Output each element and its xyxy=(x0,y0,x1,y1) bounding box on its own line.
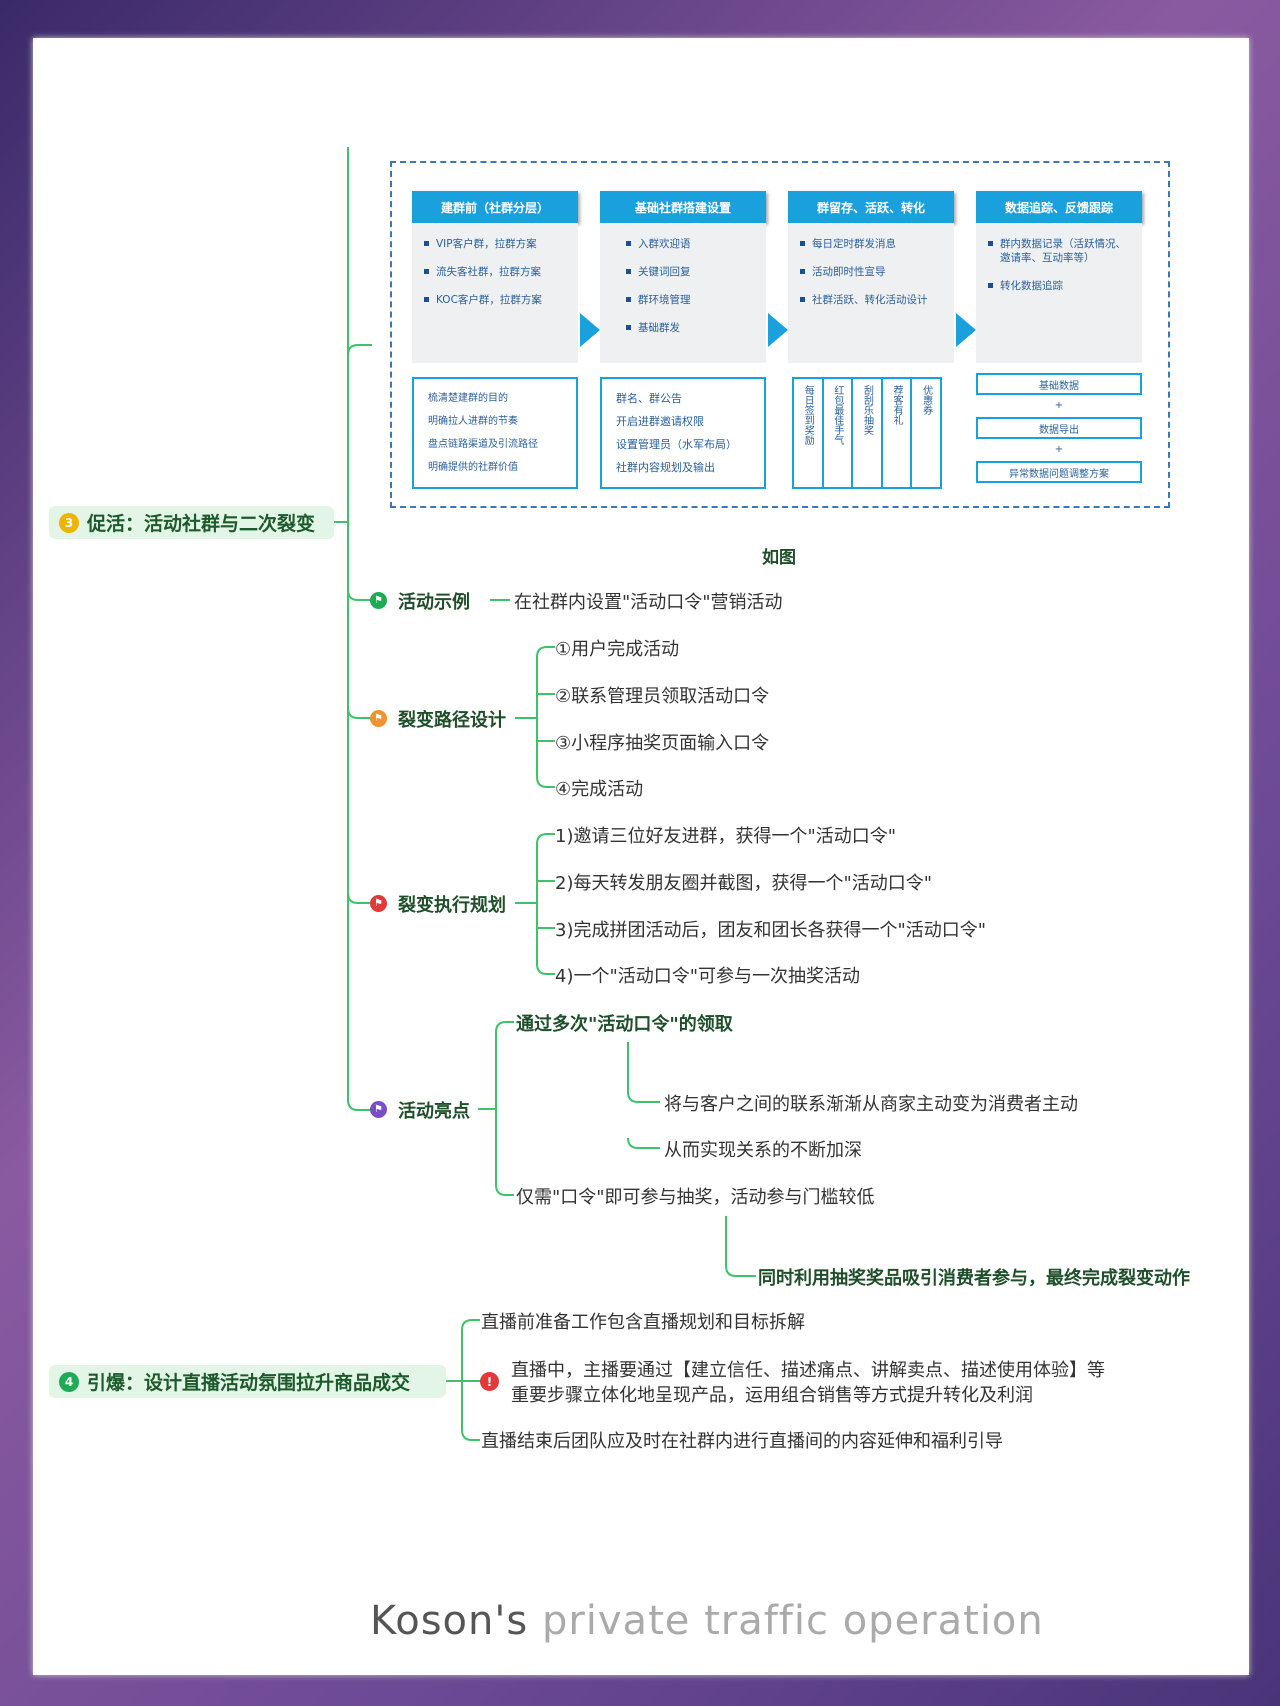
arrow-icon xyxy=(768,313,788,347)
path-step[interactable]: ③小程序抽奖页面输入口令 xyxy=(555,733,770,754)
node-title: 引爆：设计直播活动氛围拉升商品成交 xyxy=(87,1372,411,1394)
flag-icon: ⚑ xyxy=(370,710,387,727)
arrow-icon xyxy=(956,313,976,347)
diagram-column-3: 群留存、活跃、转化 每日定时群发消息活动即时性宣导社群活跃、转化活动设计 每日签… xyxy=(788,191,954,489)
path-step[interactable]: ①用户完成活动 xyxy=(555,639,680,660)
flag-icon: ⚑ xyxy=(370,592,387,609)
column-item: 每日定时群发消息 xyxy=(798,237,944,251)
livestream-item[interactable]: 直播结束后团队应及时在社群内进行直播间的内容延伸和福利引导 xyxy=(481,1431,1003,1452)
activity-cell: 优惠券 xyxy=(920,385,932,415)
arrow-icon xyxy=(580,313,600,347)
number-badge-icon: 3 xyxy=(59,512,79,533)
flag-icon: ⚑ xyxy=(370,895,387,912)
livestream-item[interactable]: 直播前准备工作包含直播规划和目标拆解 xyxy=(481,1312,805,1333)
node-title: 促活：活动社群与二次裂变 xyxy=(87,513,316,535)
column-item: 基础群发 xyxy=(624,321,756,335)
column-item: 入群欢迎语 xyxy=(624,237,756,251)
column-item: 群内数据记录（活跃情况、邀请率、互动率等） xyxy=(986,237,1132,265)
footer-item: 群名、群公告 xyxy=(616,392,682,405)
footer-item: 明确提供的社群价值 xyxy=(428,462,518,473)
activity-cell: 红包最佳手气 xyxy=(824,379,854,487)
activity-cell: 荐客有礼 xyxy=(883,379,913,487)
highlight-item[interactable]: 仅需"口令"即可参与抽奖，活动参与门槛较低 xyxy=(516,1187,875,1208)
column-item: 社群活跃、转化活动设计 xyxy=(798,293,944,307)
exec-step[interactable]: 2)每天转发朋友圈并截图，获得一个"活动口令" xyxy=(555,873,933,894)
topic-activity-example[interactable]: 活动示例 xyxy=(398,592,470,613)
footer-item: 梳清楚建群的目的 xyxy=(428,393,508,404)
plus-sign: + xyxy=(1054,444,1064,455)
node-3[interactable]: 3 促活：活动社群与二次裂变 xyxy=(49,506,334,539)
column-item: KOC客户群，拉群方案 xyxy=(422,293,568,307)
column-item: 活动即时性宣导 xyxy=(798,265,944,279)
highlight-subitem[interactable]: 将与客户之间的联系渐渐从商家主动变为消费者主动 xyxy=(664,1094,1078,1115)
column-title: 数据追踪、反馈跟踪 xyxy=(976,191,1142,223)
exec-step[interactable]: 1)邀请三位好友进群，获得一个"活动口令" xyxy=(555,826,897,847)
data-cell: 数据导出 xyxy=(976,417,1142,439)
column-item: 流失客社群，拉群方案 xyxy=(422,265,568,279)
topic-fission-path[interactable]: 裂变路径设计 xyxy=(398,710,506,731)
column-item: 关键词回复 xyxy=(624,265,756,279)
number-badge-icon: 4 xyxy=(59,1371,79,1392)
plus-sign: + xyxy=(1054,400,1064,411)
node-4[interactable]: 4 引爆：设计直播活动氛围拉升商品成交 xyxy=(49,1365,446,1398)
path-step[interactable]: ②联系管理员领取活动口令 xyxy=(555,686,770,707)
diagram-column-4: 数据追踪、反馈跟踪 群内数据记录（活跃情况、邀请率、互动率等） 转化数据追踪 基础… xyxy=(976,191,1142,483)
brand-tagline: private traffic operation xyxy=(541,1598,1044,1644)
flag-icon: ⚑ xyxy=(370,1101,387,1118)
livestream-item[interactable]: 直播中，主播要通过【建立信任、描述痛点、讲解卖点、描述使用体验】等 xyxy=(511,1360,1105,1381)
data-cell: 异常数据问题调整方案 xyxy=(976,461,1142,483)
highlight-subitem[interactable]: 从而实现关系的不断加深 xyxy=(664,1140,862,1161)
activity-cell: 每日签到奖励 xyxy=(794,379,824,487)
column-title: 群留存、活跃、转化 xyxy=(788,191,954,223)
column-title: 基础社群搭建设置 xyxy=(600,191,766,223)
exec-step[interactable]: 4)一个"活动口令"可参与一次抽奖活动 xyxy=(555,966,861,987)
brand-name: Koson's xyxy=(370,1598,529,1644)
diagram-column-1: 建群前（社群分层） VIP客户群，拉群方案流失客社群，拉群方案 KOC客户群，拉群… xyxy=(412,191,578,489)
topic-fission-execution[interactable]: 裂变执行规划 xyxy=(398,895,506,916)
activity-cell: 刮刮乐抽奖 xyxy=(853,379,883,487)
footer-item: 设置管理员（水军布局） xyxy=(616,438,737,451)
diagram-caption: 如图 xyxy=(762,548,796,568)
column-item: 转化数据追踪 xyxy=(986,279,1132,293)
footer-brand: Koson's private traffic operation xyxy=(370,1598,1044,1644)
highlight-subitem[interactable]: 同时利用抽奖奖品吸引消费者参与，最终完成裂变动作 xyxy=(758,1268,1190,1289)
topic-text[interactable]: 在社群内设置"活动口令"营销活动 xyxy=(514,592,783,613)
highlight-item[interactable]: 通过多次"活动口令"的领取 xyxy=(516,1014,733,1035)
exec-step[interactable]: 3)完成拼团活动后，团友和团长各获得一个"活动口令" xyxy=(555,920,987,941)
column-item: VIP客户群，拉群方案 xyxy=(422,237,568,251)
column-item: 群环境管理 xyxy=(624,293,756,307)
footer-item: 明确拉人进群的节奏 xyxy=(428,416,518,427)
footer-item: 社群内容规划及输出 xyxy=(616,461,715,474)
footer-item: 开启进群邀请权限 xyxy=(616,415,704,428)
topic-highlights[interactable]: 活动亮点 xyxy=(398,1101,470,1122)
data-cell: 基础数据 xyxy=(976,373,1142,395)
livestream-item-continued[interactable]: 重要步骤立体化地呈现产品，运用组合销售等方式提升转化及利润 xyxy=(511,1385,1033,1406)
column-title: 建群前（社群分层） xyxy=(412,191,578,223)
warning-icon: ! xyxy=(480,1372,499,1391)
social-group-diagram: 建群前（社群分层） VIP客户群，拉群方案流失客社群，拉群方案 KOC客户群，拉群… xyxy=(390,161,1170,508)
path-step[interactable]: ④完成活动 xyxy=(555,779,644,800)
diagram-column-2: 基础社群搭建设置 入群欢迎语关键词回复群环境管理基础群发 群名、群公告开启进群邀… xyxy=(600,191,766,489)
footer-item: 盘点链路渠道及引流路径 xyxy=(428,439,538,450)
